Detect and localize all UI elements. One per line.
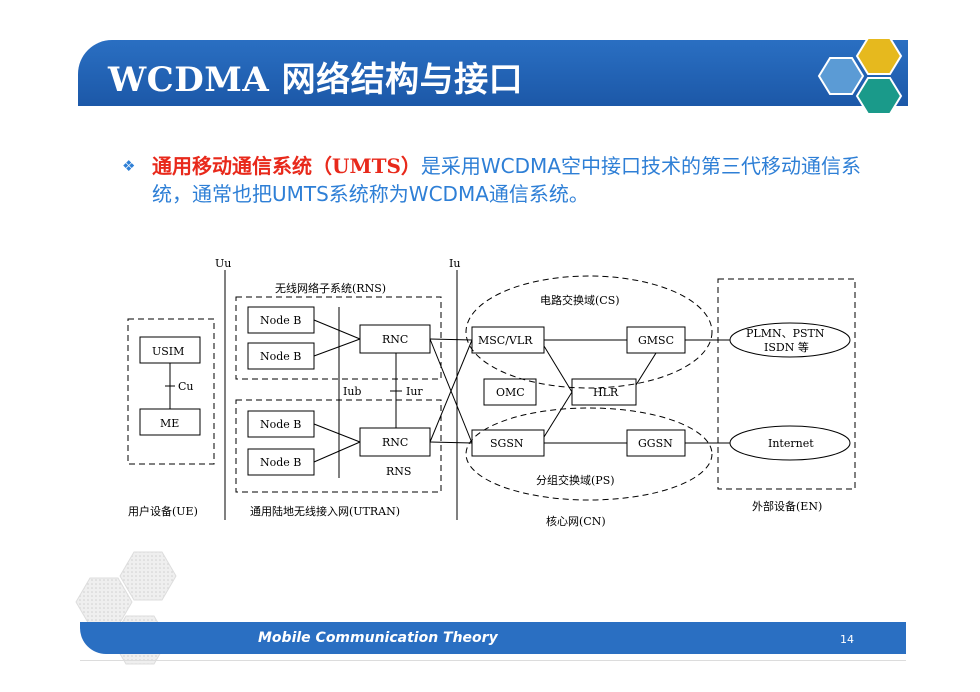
slide-title: WCDMA 网络结构与接口 (108, 60, 524, 100)
ggsn-label: GGSN (638, 437, 673, 450)
en-dashed-box (717, 278, 856, 490)
rns-top-dashed-box (235, 296, 442, 380)
pstn-label-line2: ISDN 等 (764, 340, 809, 354)
link-msc-hlr (543, 345, 573, 393)
title-bar (78, 40, 908, 106)
uu-label: Uu (215, 257, 231, 270)
pstn-label-line1: PLMN、PSTN (746, 327, 825, 340)
hlr-label: HLR (593, 386, 619, 399)
hexagon-teal-icon (855, 77, 903, 115)
omc-label: OMC (496, 386, 525, 399)
iu-label: Iu (449, 257, 460, 270)
iub-label: Iub (343, 385, 361, 398)
cs-label: 电路交换域(CS) (540, 293, 620, 307)
cn-domain-label: 核心网(CN) (546, 514, 606, 528)
hexagon-gray-icon (75, 577, 133, 627)
sgsn-label: SGSN (490, 437, 524, 450)
ue-domain-label: 用户设备(UE) (128, 504, 198, 518)
internet-ellipse (729, 425, 851, 461)
utran-domain-label: 通用陆地无线接入网(UTRAN) (250, 504, 400, 518)
me-label: ME (160, 417, 179, 430)
bullet-text-red-umts: UMTS (332, 154, 401, 178)
bullet-text-red-1: 通用移动通信系统（ (152, 154, 332, 178)
nodeb-1-label: Node B (260, 314, 301, 327)
link-nodeb4-rnc2 (313, 441, 361, 463)
iur-label: Iur (406, 385, 423, 398)
internet-label: Internet (768, 437, 814, 450)
link-sgsn-hlr (543, 391, 573, 438)
link-nodeb2-rnc1 (313, 338, 361, 357)
pstn-ellipse (729, 322, 851, 358)
cu-label: Cu (178, 380, 194, 393)
footer-divider (80, 660, 906, 661)
link-gmsc-hlr (635, 352, 657, 386)
link-rnc1-msc (429, 338, 473, 341)
link-rnc2-msc (429, 339, 473, 443)
footer-course-title: Mobile Communication Theory (258, 630, 498, 646)
msc-vlr-label: MSC/VLR (478, 334, 533, 347)
bullet-text-blue: 是采用WCDMA空中接口技术的第三代移动通信系统，通常也把UMTS系统称为WCD… (152, 154, 861, 206)
en-domain-label: 外部设备(EN) (752, 499, 822, 513)
ps-label: 分组交换域(PS) (536, 473, 615, 487)
gmsc-label: GMSC (638, 334, 674, 347)
ps-domain-ellipse (465, 407, 713, 501)
cs-domain-ellipse (465, 275, 713, 389)
footer-bar (80, 622, 906, 654)
usim-label: USIM (152, 345, 184, 358)
nodeb-4-label: Node B (260, 456, 301, 469)
diamond-bullet-icon: ❖ (122, 157, 136, 175)
rns-bottom-label: RNS (386, 465, 411, 478)
ue-dashed-box (127, 318, 215, 465)
rnc-2-label: RNC (382, 436, 408, 449)
rns-top-label: 无线网络子系统(RNS) (275, 281, 386, 295)
hexagon-blue-icon (817, 57, 865, 95)
bullet-text: 通用移动通信系统（UMTS）是采用WCDMA空中接口技术的第三代移动通信系统，通… (152, 152, 892, 208)
link-nodeb3-rnc2 (313, 423, 361, 443)
nodeb-3-label: Node B (260, 418, 301, 431)
link-rnc2-sgsn (429, 441, 473, 444)
hexagon-decoration-bottom (75, 551, 177, 665)
page-number: 14 (840, 633, 854, 646)
bullet-text-red-3: ） (400, 154, 421, 178)
omc-box (483, 378, 537, 406)
rnc-1-label: RNC (382, 333, 408, 346)
hexagon-decoration-top (817, 37, 903, 115)
hexagon-gray-icon (119, 551, 177, 601)
nodeb-2-label: Node B (260, 350, 301, 363)
hexagon-yellow-icon (855, 37, 903, 75)
link-nodeb1-rnc1 (313, 319, 361, 340)
